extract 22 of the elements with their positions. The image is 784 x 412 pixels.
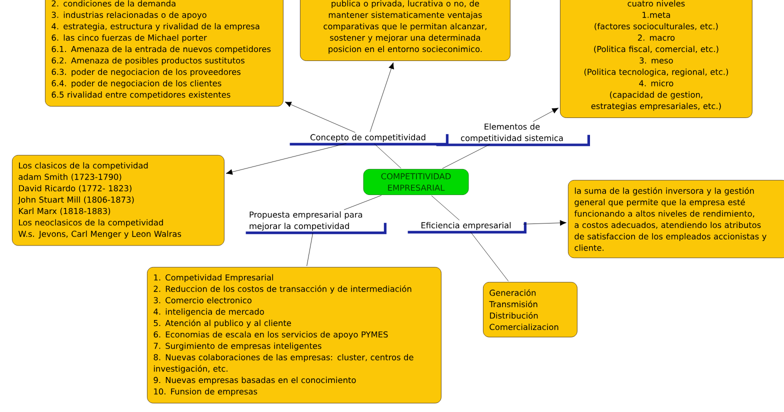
central-concept-box: COMPETITIVIDAD EMPRESARIAL: [363, 169, 469, 195]
connector-line: [306, 232, 314, 266]
connector-line: [431, 195, 460, 220]
arrow: [532, 108, 559, 122]
branch-label: Propuesta empresarial para mejorar la competividad: [246, 211, 386, 234]
branch-label: Concepto de competitividad: [290, 134, 448, 146]
arrow: [226, 143, 347, 175]
text-box: Los clasicos de la competividad adam Smith (1723-1790) David Ricardo (1772- 1823) John Stuart Mill (1806-1873) Karl Marx (1818-1883) Los neoclasicos de la competividad W.s. Jevons, Carl Menger y Leon Walras: [12, 155, 224, 246]
connector-line: [344, 195, 382, 210]
text-box: 1. Competividad Empresarial 2. Reduccion de los costos de transacción y de intermediación 3. Comercio electronico 4. inteligencia de mercado 5. Atención al publico y al cliente 6. Economias de escala en los servicios de apoyo PYMES 7. Surgimiento de empresas inteligentes 8. Nuevas colaboraciones de las empresas: cluster, centros de investigación, etc. 9. Nuevas empresas basadas en el conocimiento 10. Funsion de empresas: [147, 267, 442, 404]
connector-line: [442, 144, 490, 169]
text-box: la suma de la gestión inversora y la gestión general que permite que la empresa esté funcionando a altos niveles de rendimiento, a costos adecuados, atendiendo los atributos de satisfaccion de los empleados accionistas y cliente.: [568, 180, 784, 258]
text-box: 2. condiciones de la demanda 3. industrias relacionadas o de apoyo 4. estrategia, estructura y rivalidad de la empresa 6. las cinco fuerzas de Michael porter 6.1. Amenaza de la entrada de nuevos competidores 6.2. Amenaza de posibles productos sustitutos 6.3. poder de negociacion de los proveedores 6.4. poder de negociacion de los clientes 6.5 rivalidad entre competidores existentes: [45, 0, 284, 107]
arrow: [523, 220, 566, 226]
text-box: Generación Transmisión Distribución Comercializacion: [483, 282, 578, 338]
text-box: publica o privada, lucrativa o no, de mantener sistematicamente ventajas comparativas que le permitan alcanzar, sostener y mejorar una determinada posicion en el entorno socieconimico.: [300, 0, 510, 61]
arrow: [370, 62, 394, 132]
connector-line: [470, 232, 509, 282]
arrow: [284, 102, 356, 133]
connector-line: [374, 144, 402, 169]
text-box: cuatro niveles 1.meta (factores socioculturales, etc.) 2. macro (Politica fiscal, comercial, etc.) 3. meso (Politica tecnologica, regional, etc.) 4. micro (capacidad de gestion, estrategias empresariales, etc.): [560, 0, 752, 118]
branch-label: Eficiencia empresarial: [408, 222, 526, 234]
